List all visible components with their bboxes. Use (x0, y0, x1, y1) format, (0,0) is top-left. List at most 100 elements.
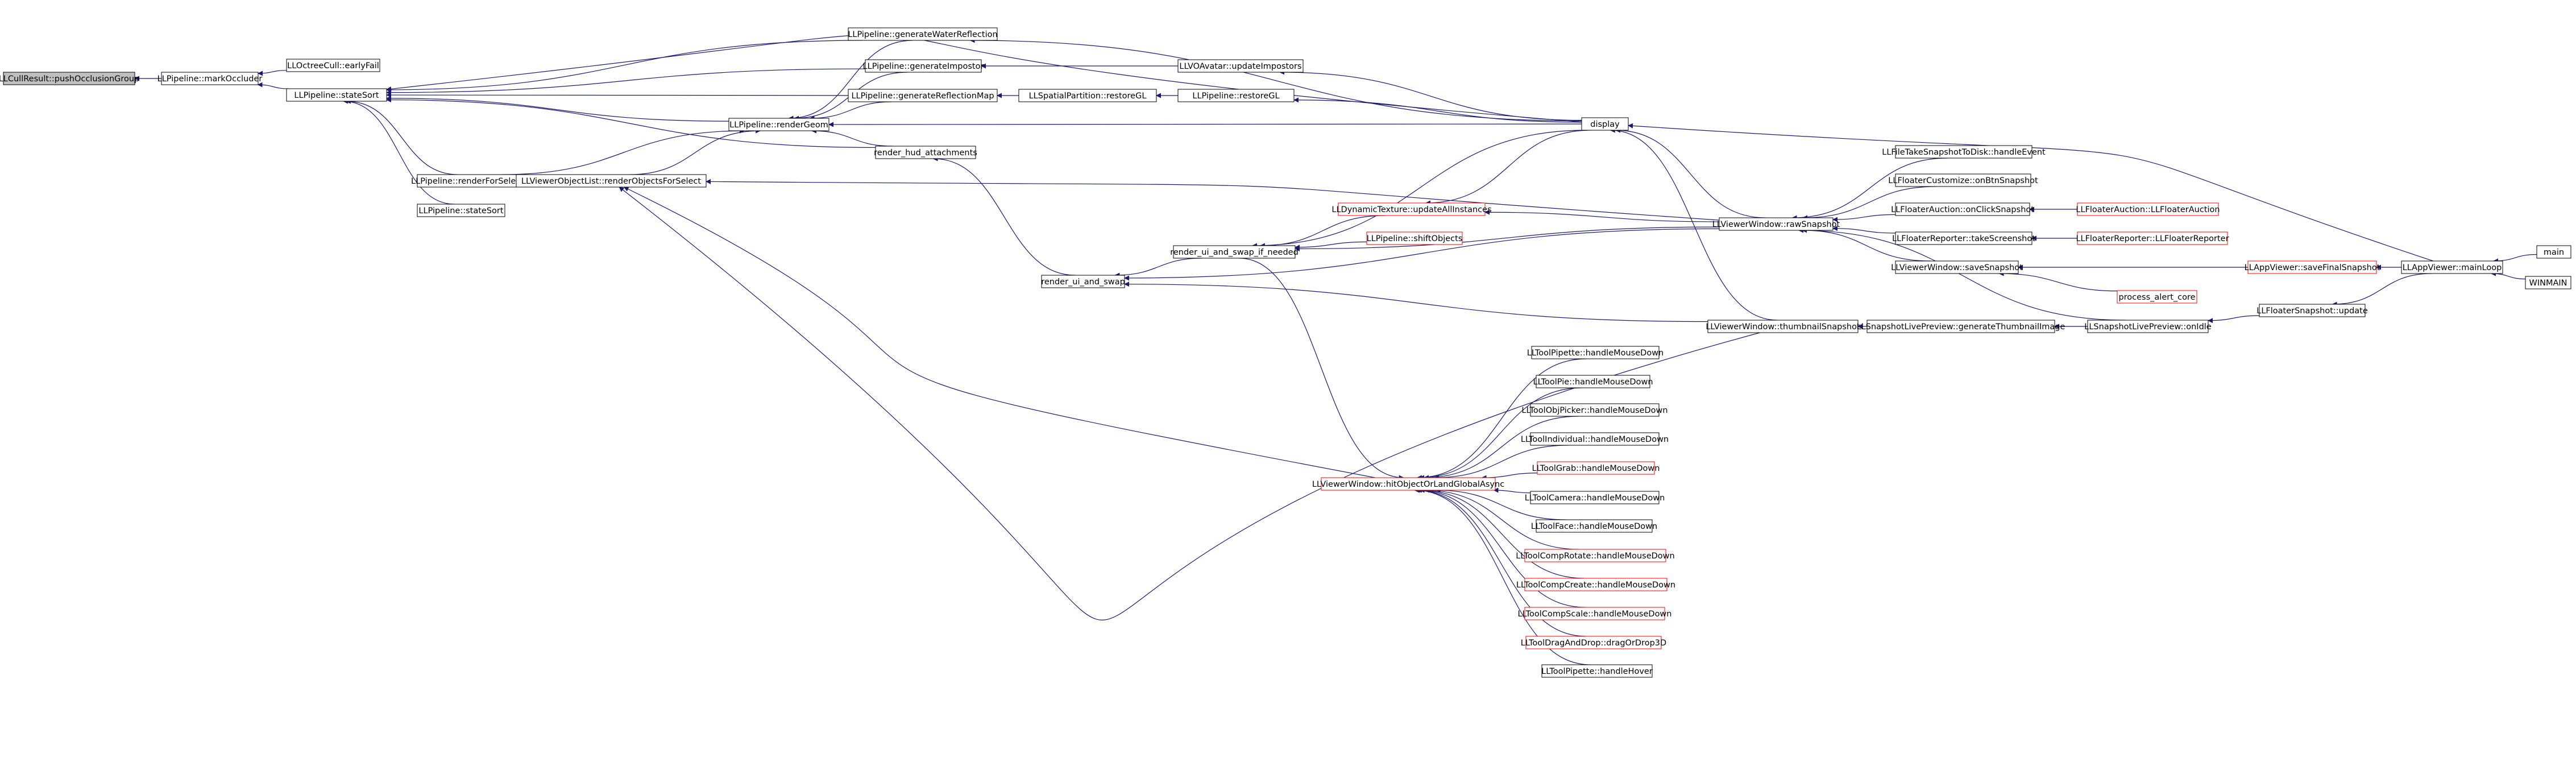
call-edge (1293, 97, 1582, 123)
function-node-label: LLToolPipette::handleMouseDown (1527, 349, 1664, 358)
caller-function-node[interactable]: LLPipeline::stateSort (286, 88, 387, 102)
function-node-label: LLFloaterReporter::LLFloaterReporter (2076, 234, 2229, 243)
caller-function-node[interactable]: LLFloaterSnapshot::update (2256, 304, 2368, 317)
call-edge (1832, 214, 1896, 222)
caller-function-node[interactable]: LLToolCompScale::handleMouseDown (1518, 607, 1672, 620)
function-node-box (1366, 231, 1463, 245)
call-edge (706, 179, 1720, 221)
call-edge (1251, 130, 1587, 249)
caller-function-node[interactable]: render_ui_and_swap_if_needed (1170, 245, 1299, 259)
call-edge (1124, 228, 1720, 281)
caller-function-node[interactable]: LLViewerWindow::thumbnailSnapshot (1706, 320, 1860, 333)
call-edge (501, 128, 745, 175)
function-node-box (1018, 89, 1157, 102)
caller-function-node[interactable]: LLPipeline::generateWaterReflection (848, 27, 998, 41)
caller-function-node[interactable]: main (2536, 245, 2571, 259)
function-node-box (1530, 491, 1660, 504)
function-node-label: LLFloaterReporter::takeScreenshot (1892, 234, 2035, 243)
caller-function-node[interactable]: LLAppViewer::mainLoop (2401, 260, 2503, 274)
function-node-box (161, 72, 259, 85)
function-node-label: LLSnapshotLivePreview::generateThumbnail… (1857, 322, 2065, 332)
caller-function-node[interactable]: LLFloaterReporter::LLFloaterReporter (2076, 231, 2229, 245)
caller-function-node[interactable]: LLFloaterAuction::LLFloaterAuction (2076, 202, 2220, 216)
function-node-box (286, 59, 380, 72)
call-edge (1279, 69, 1582, 121)
caller-function-node[interactable]: WINMAIN (2525, 276, 2571, 289)
function-node-label: LLAppViewer::mainLoop (2403, 263, 2502, 272)
caller-function-node[interactable]: LLVOAvatar::updateImpostors (1177, 59, 1304, 73)
function-node-box (516, 174, 707, 188)
caller-function-node[interactable]: LLPipeline::stateSort (417, 204, 505, 217)
function-node-label: LLPipeline::generateReflectionMap (851, 92, 994, 101)
caller-function-node[interactable]: LLFloaterCustomize::onBtnSnapshot (1888, 173, 2038, 187)
caller-function-node[interactable]: render_hud_attachments (874, 146, 977, 159)
caller-function-node[interactable]: LLPipeline::generateImpostor (863, 59, 984, 73)
function-node-label: LLDynamicTexture::updateAllInstances (1331, 205, 1491, 214)
caller-function-node[interactable]: LLToolFace::handleMouseDown (1531, 519, 1657, 533)
caller-function-node[interactable]: LLViewerObjectList::renderObjectsForSele… (516, 174, 707, 188)
caller-function-node[interactable]: LLFileTakeSnapshotToDisk::handleEvent (1882, 145, 2046, 159)
caller-function-node[interactable]: LLViewerWindow::hitObjectOrLandGlobalAsy… (1312, 477, 1504, 491)
function-node-label: LLViewerWindow::hitObjectOrLandGlobalAsy… (1312, 480, 1504, 489)
caller-function-node[interactable]: LLSnapshotLivePreview::onIdle (2084, 320, 2212, 333)
caller-function-node[interactable]: LLViewerWindow::saveSnapshot (1891, 260, 2023, 274)
call-edge (1832, 226, 1896, 234)
caller-function-node[interactable]: LLPipeline::restoreGL (1177, 89, 1295, 102)
function-node-label: LLToolCamera::handleMouseDown (1525, 494, 1665, 503)
caller-function-node[interactable]: LLToolPipette::handleMouseDown (1527, 346, 1664, 359)
function-node-box (1581, 117, 1629, 131)
call-edge (1239, 258, 1404, 481)
call-edge (2490, 271, 2526, 280)
call-edge (1418, 387, 1582, 481)
caller-function-node[interactable]: LLSnapshotLivePreview::generateThumbnail… (1857, 320, 2065, 333)
caller-function-node[interactable]: LLToolPie::handleMouseDown (1533, 375, 1653, 388)
function-node-box (286, 88, 387, 102)
caller-function-node[interactable]: LLSpatialPartition::restoreGL (1018, 89, 1157, 102)
caller-function-node[interactable]: LLFloaterAuction::onClickSnapshot (1891, 202, 2034, 216)
function-node-box (1041, 275, 1125, 288)
call-edge (257, 82, 289, 89)
call-edge (1493, 487, 1531, 494)
function-node-box (1524, 549, 1666, 562)
function-node-box (1524, 578, 1667, 591)
call-edge (1416, 358, 1587, 481)
caller-function-node[interactable]: LLAppViewer::saveFinalSnapshot (2245, 260, 2380, 274)
caller-function-node[interactable]: LLPipeline::generateReflectionMap (848, 89, 998, 102)
call-edge (2332, 273, 2432, 307)
caller-function-node[interactable]: LLToolCamera::handleMouseDown (1525, 491, 1665, 504)
function-node-label: LLToolPipette::handleHover (1541, 667, 1653, 676)
caller-function-node[interactable]: LLToolCompCreate::handleMouseDown (1516, 578, 1675, 591)
caller-function-node[interactable]: LLToolPipette::handleHover (1541, 664, 1653, 678)
caller-function-node[interactable]: LLFloaterReporter::takeScreenshot (1892, 231, 2035, 245)
caller-function-node[interactable]: LLPipeline::shiftObjects (1366, 231, 1463, 245)
function-node-label: LLFloaterSnapshot::update (2256, 307, 2368, 316)
function-node-box (1541, 664, 1653, 678)
function-node-label: LLPipeline::generateImpostor (863, 62, 984, 71)
caller-function-node[interactable]: render_ui_and_swap (1041, 275, 1125, 288)
function-node-label: LLViewerWindow::rawSnapshot (1712, 220, 1840, 229)
function-node-box (2525, 276, 2571, 289)
caller-function-node[interactable]: LLPipeline::renderForSelect (411, 174, 524, 188)
function-node-label: process_alert_core (2118, 293, 2195, 302)
caller-function-node[interactable]: LLPipeline::markOccluder (157, 72, 263, 85)
caller-function-node[interactable]: LLToolIndividual::handleMouseDown (1521, 432, 1669, 446)
caller-function-node[interactable]: LLToolDragAndDrop::dragOrDrop3D (1521, 636, 1666, 649)
caller-function-node[interactable]: LLViewerWindow::rawSnapshot (1712, 217, 1840, 231)
function-node-label: LLFileTakeSnapshotToDisk::handleEvent (1882, 148, 2046, 157)
root-function-node[interactable]: LLCullResult::pushOcclusionGroup (0, 72, 139, 85)
caller-function-node[interactable]: process_alert_core (2117, 290, 2197, 304)
function-node-box (1531, 346, 1660, 359)
function-node-box (865, 59, 982, 73)
function-node-label: display (1590, 120, 1620, 129)
function-node-box (2087, 320, 2209, 333)
caller-function-node[interactable]: LLToolObjPicker::handleMouseDown (1521, 403, 1668, 417)
function-node-label: LLToolFace::handleMouseDown (1531, 522, 1657, 531)
caller-function-node[interactable]: LLToolCompRotate::handleMouseDown (1516, 549, 1675, 562)
caller-function-node[interactable]: display (1581, 117, 1629, 131)
caller-function-node[interactable]: LLOctreeCull::earlyFail (286, 59, 380, 72)
caller-function-node[interactable]: LLToolGrab::handleMouseDown (1532, 461, 1660, 475)
caller-function-node[interactable]: LLPipeline::renderGeom (728, 118, 829, 131)
caller-function-node[interactable]: LLDynamicTexture::updateAllInstances (1331, 202, 1492, 216)
call-edge (788, 40, 913, 121)
